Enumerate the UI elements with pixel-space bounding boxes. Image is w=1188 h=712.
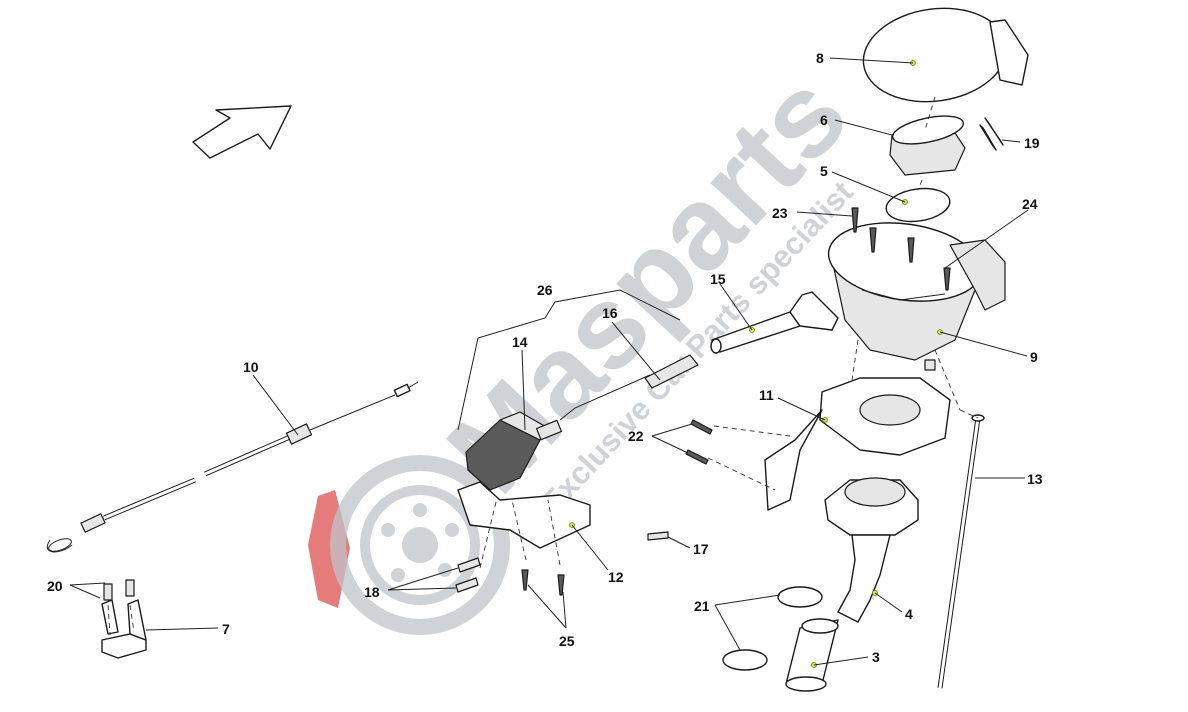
callout-15: 15 — [710, 271, 726, 287]
callout-3: 3 — [872, 649, 880, 665]
cap-6 — [889, 115, 966, 176]
filler-housing-9 — [827, 222, 1006, 371]
callout-12: 12 — [608, 569, 624, 585]
bracket-12 — [457, 481, 591, 549]
callout-19: 19 — [1024, 135, 1040, 151]
actuator-14 — [465, 354, 699, 491]
rod-13 — [937, 414, 985, 689]
callout-11: 11 — [759, 387, 774, 403]
callout-24: 24 — [1022, 196, 1038, 212]
callout-labels: 8 6 19 5 23 24 26 15 16 14 9 10 11 22 13… — [47, 50, 1043, 665]
bracket-11 — [764, 377, 951, 511]
callout-4: 4 — [905, 606, 913, 622]
callout-22: 22 — [628, 428, 644, 444]
callout-8: 8 — [816, 50, 824, 66]
leader-lines — [69, 57, 1029, 666]
callout-16: 16 — [602, 305, 618, 321]
callout-26: 26 — [537, 282, 553, 298]
callout-25: 25 — [559, 633, 575, 649]
callout-23: 23 — [772, 205, 788, 221]
callout-7: 7 — [222, 621, 230, 637]
watermark: Masparts Exclusive Car Parts specialist — [308, 49, 872, 635]
callout-21: 21 — [694, 598, 710, 614]
clip-19 — [979, 117, 1004, 151]
callout-6: 6 — [820, 112, 828, 128]
release-cable — [47, 381, 419, 553]
callout-9: 9 — [1030, 349, 1038, 365]
watermark-logo-icon — [308, 455, 510, 635]
callout-5: 5 — [820, 163, 828, 179]
clamps-21 — [722, 586, 823, 671]
callout-18: 18 — [364, 584, 380, 600]
hose-3 — [785, 618, 839, 692]
callout-13: 13 — [1027, 471, 1043, 487]
callout-10: 10 — [243, 359, 259, 375]
gasket-5 — [885, 187, 951, 223]
bracket-7 — [101, 579, 147, 659]
fuel-flap-8 — [862, 7, 1029, 103]
direction-arrow-icon — [192, 105, 292, 159]
callout-17: 17 — [693, 541, 709, 557]
assembly-lines — [479, 96, 979, 569]
callout-14: 14 — [512, 334, 528, 350]
filler-neck-4 — [824, 477, 919, 623]
callout-20: 20 — [47, 578, 63, 594]
